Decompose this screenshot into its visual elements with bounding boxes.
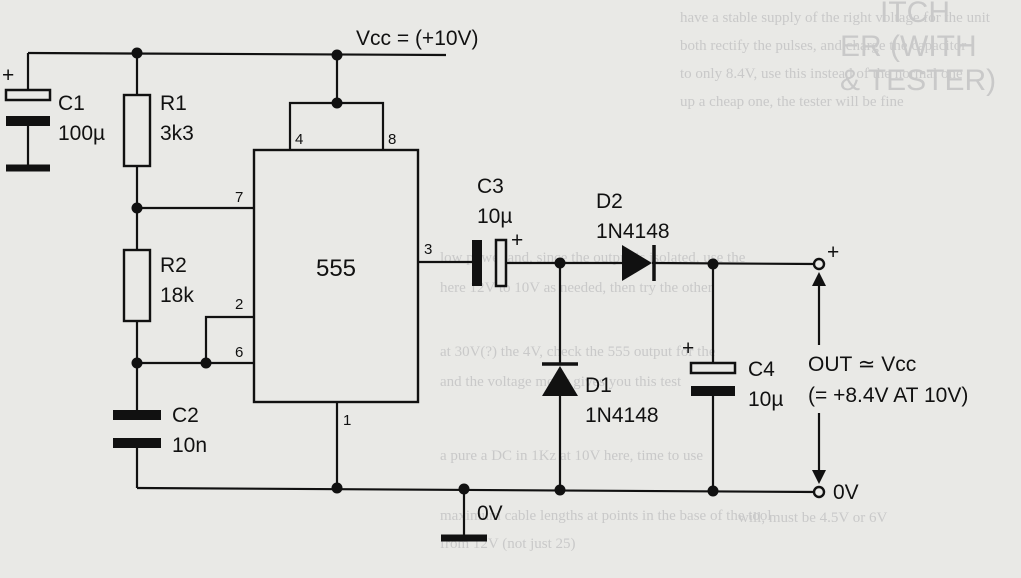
c1-label: C1 [58,92,85,115]
ic-body [252,148,420,404]
junction-dot [131,47,143,59]
arrow-head-up [812,272,826,286]
ground-symbol: 0V [441,502,503,542]
output-terminals: + 0V OUT ≃ Vcc (= +8.4V AT 10V) [808,241,968,504]
c4-plate-positive [689,361,737,375]
pin-8-label: 8 [388,131,396,148]
r2-body [122,248,152,323]
pin-6-label: 6 [235,344,243,361]
ground-rail [136,486,819,494]
r1-body [122,93,152,168]
d2-value: 1N4148 [596,220,670,243]
capacitor-c3: C3 10µ + [472,175,523,288]
bg-heading: ITCH [880,0,950,29]
output-note: (= +8.4V AT 10V) [808,384,968,407]
capacitor-c4: + C4 10µ [682,337,783,411]
junction-dot [131,202,143,214]
junctions [131,47,719,497]
ic-555: 555 4 8 7 3 2 6 1 [235,131,432,429]
r2-value: 18k [160,284,194,307]
c2-plate-bottom [113,438,161,448]
c1-plus-sign: + [2,64,14,87]
bg-line: here 12V to 10V as needed, then try the … [440,280,713,296]
c4-value: 10µ [748,388,783,411]
d1-value: 1N4148 [585,404,659,427]
r1-label: R1 [160,92,187,115]
c1-plate-negative [6,116,50,126]
resistor-r1: R1 3k3 [122,92,194,168]
bg-footer: will, must be 4.5V or 6V [738,510,887,526]
c3-plate-positive [494,238,508,288]
pin-3-label: 3 [424,241,432,258]
output-zero-label: 0V [833,481,859,504]
r1-value: 3k3 [160,122,194,145]
r2-label: R2 [160,254,187,277]
junction-dot [458,483,470,495]
c1-plate-positive [4,88,52,102]
output-terminal-plus [812,257,826,271]
capacitor-c2: C2 10n [113,404,207,457]
d1-triangle [542,366,578,396]
junction-dot [554,484,566,496]
c1-value: 100µ [58,122,105,145]
supply-label: Vcc = (+10V) [356,27,479,50]
bg-heading: & TESTER) [840,64,996,97]
diode-d2: D2 1N4148 [596,190,670,281]
bg-line: to only 8.4V, use this instead of the no… [680,66,963,82]
c3-value: 10µ [477,205,512,228]
bg-heading: ER (WITH [840,30,977,63]
background-text: have a stable supply of the right voltag… [440,0,996,552]
capacitor-c1: + C1 100µ [2,64,105,172]
output-plus-sign: + [827,241,839,264]
bg-line: up a cheap one, the tester will be fine [680,94,904,110]
junction-dot [331,49,343,61]
c4-plus-sign: + [682,337,694,360]
d1-label: D1 [585,374,612,397]
bg-line: both rectify the pulses, and charge the … [680,38,966,54]
junction-dot [331,97,343,109]
junction-dot [131,357,143,369]
junction-dot [200,357,212,369]
output-label: OUT ≃ Vcc [808,353,916,376]
c3-label: C3 [477,175,504,198]
d2-label: D2 [596,190,623,213]
c4-plate-negative [691,386,735,396]
wire-pin2 [204,315,254,363]
diode-d1: D1 1N4148 [542,362,659,427]
c2-plate-top [113,410,161,420]
pin-4-label: 4 [295,131,303,148]
bg-line: have a stable supply of the right voltag… [680,10,991,26]
arrow-head-down [812,470,826,484]
wires [26,51,819,535]
ic-name: 555 [316,255,356,282]
c3-plus-sign: + [511,229,523,252]
bg-line: maximum cable lengths at points in the b… [440,508,772,524]
d2-triangle [622,245,652,281]
c2-value: 10n [172,434,207,457]
ground-label: 0V [477,502,503,525]
bg-line: a pure a DC in 1Kz at 10V here, time to … [440,448,703,464]
supply-rail [27,51,447,57]
junction-dot [331,482,343,494]
resistor-r2: R2 18k [122,248,194,323]
junction-dot [707,485,719,497]
junction-dot [554,257,566,269]
junction-dot [707,258,719,270]
wire-pin4-pin8 [288,101,385,150]
pin-1-label: 1 [343,412,351,429]
c4-label: C4 [748,358,775,381]
pin-7-label: 7 [235,189,243,206]
c3-plate-negative [472,240,482,286]
c2-label: C2 [172,404,199,427]
output-terminal-zero [812,485,826,499]
wire-d2-out [651,261,817,266]
pin-2-label: 2 [235,296,243,313]
bg-line: at 30V(?) the 4V, check the 555 output f… [440,344,716,360]
